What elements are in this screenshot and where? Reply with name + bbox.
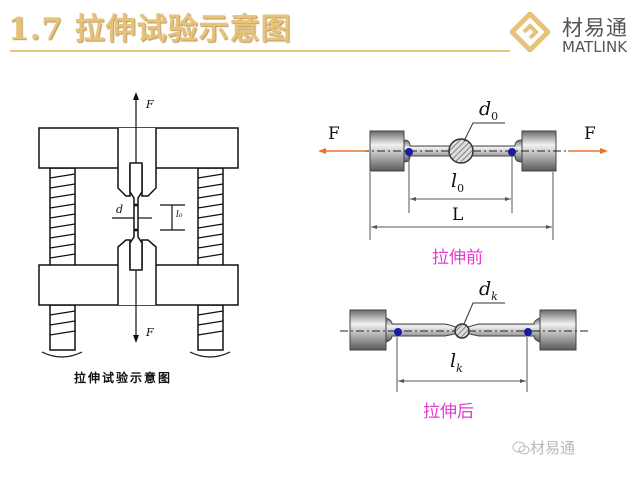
diameter-label: d xyxy=(116,203,124,216)
dk-label: dk xyxy=(479,278,498,303)
left-screw-lower xyxy=(49,304,76,351)
brand-name-en: MATLINK xyxy=(562,38,628,56)
title-rule xyxy=(10,50,510,52)
specimen-before xyxy=(318,122,608,240)
force-right-label: F xyxy=(584,124,596,144)
force-bottom-label: F xyxy=(146,326,154,339)
gauge-mark-left-after xyxy=(394,328,402,336)
cross-section-before xyxy=(448,138,474,164)
force-right-arrow-icon xyxy=(600,148,608,154)
force-up-arrow-icon xyxy=(133,92,139,100)
force-down-arrow-icon xyxy=(133,335,139,343)
force-left-label: F xyxy=(328,124,340,144)
d0-label: d0 xyxy=(479,98,499,123)
wechat-icon xyxy=(512,441,530,455)
force-left-arrow-icon xyxy=(318,148,326,154)
gauge-mark-left xyxy=(405,148,413,156)
lk-label: lk xyxy=(450,350,463,375)
after-caption: 拉伸后 xyxy=(423,402,474,422)
cross-section-after xyxy=(454,323,470,339)
page-title: 1.7 拉伸试验示意图 xyxy=(8,12,292,47)
l0-label: l0 xyxy=(451,170,465,195)
left-figure-caption: 拉伸试验示意图 xyxy=(74,371,173,385)
gauge-mark-right xyxy=(508,148,516,156)
matlink-logo-icon xyxy=(510,12,550,52)
length-label: l₀ xyxy=(176,210,183,220)
brand-name-cn: 材易通 xyxy=(562,16,628,40)
force-top-label: F xyxy=(146,98,154,111)
total-length-label: L xyxy=(452,205,464,225)
specimen-after xyxy=(340,302,590,392)
before-caption: 拉伸前 xyxy=(432,248,483,268)
watermark-text: 材易通 xyxy=(530,439,576,457)
gauge-mark-right-after xyxy=(524,328,532,336)
